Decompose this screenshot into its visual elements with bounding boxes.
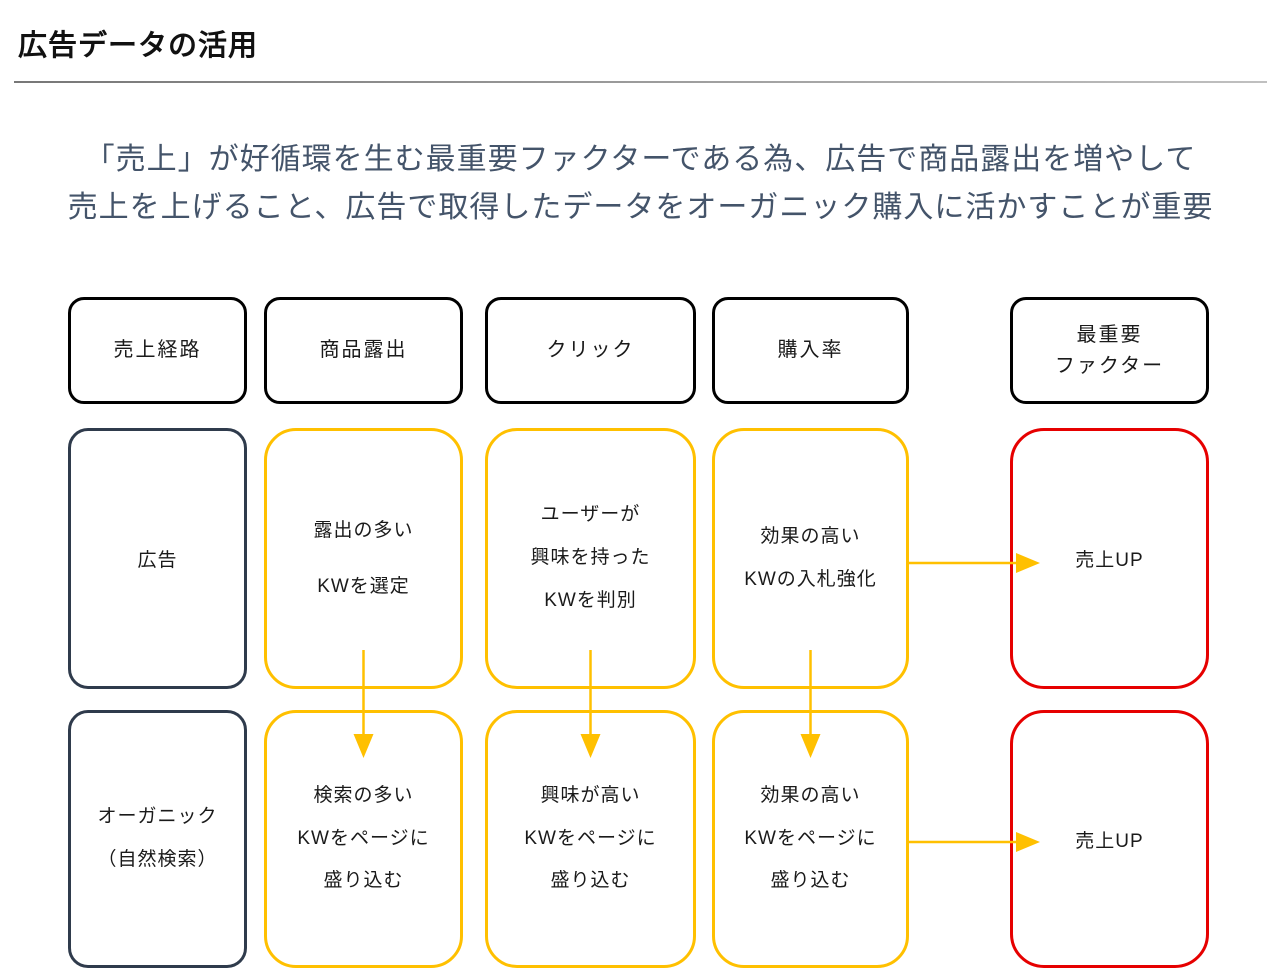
header-sales-route-label: 売上経路 (113, 339, 202, 361)
outcome-organic-label: 売上UP (1075, 830, 1144, 852)
header-click-label: クリック (546, 339, 635, 361)
header-purchase-rate-label: 購入率 (777, 339, 844, 361)
header-most-important-factor: 最重要 ファクター (1010, 297, 1209, 404)
step-organic-effect-label: 効果の高い KWをページに 盛り込む (744, 784, 877, 892)
box-channel-organic: オーガニック （自然検索） (68, 710, 247, 968)
header-click: クリック (485, 297, 696, 404)
box-outcome-ad: 売上UP (1010, 428, 1209, 689)
outcome-ad-label: 売上UP (1075, 550, 1144, 571)
box-step-organic-search: 検索の多い KWをページに 盛り込む (264, 710, 463, 968)
header-product-exposure-label: 商品露出 (319, 339, 408, 361)
box-step-ad-purchase: 効果の高い KWの入札強化 (712, 428, 909, 689)
header-most-important-factor-label: 最重要 ファクター (1054, 323, 1165, 377)
intro-text: 「売上」が好循環を生む最重要ファクターである為、広告で商品露出を増やして 売上を… (67, 143, 1214, 224)
channel-ad-label: 広告 (137, 550, 178, 571)
step-organic-search-label: 検索の多い KWをページに 盛り込む (297, 784, 430, 892)
box-outcome-organic: 売上UP (1010, 710, 1209, 968)
step-ad-exposure-label: 露出の多い KWを選定 (313, 520, 414, 597)
box-step-organic-interest: 興味が高い KWをページに 盛り込む (485, 710, 696, 968)
step-organic-interest-label: 興味が高い KWをページに 盛り込む (524, 784, 657, 892)
header-sales-route: 売上経路 (68, 297, 247, 404)
box-step-ad-exposure: 露出の多い KWを選定 (264, 428, 463, 689)
header-purchase-rate: 購入率 (712, 297, 909, 404)
header-product-exposure: 商品露出 (264, 297, 463, 404)
step-ad-click-label: ユーザーが 興味を持った KWを判別 (530, 504, 651, 611)
step-ad-purchase-label: 効果の高い KWの入札強化 (744, 525, 877, 590)
page-title: 広告データの活用 (18, 30, 259, 62)
box-channel-ad: 広告 (68, 428, 247, 689)
title-divider (14, 81, 1267, 83)
channel-organic-label: オーガニック （自然検索） (97, 806, 218, 870)
box-step-organic-effect: 効果の高い KWをページに 盛り込む (712, 710, 909, 968)
box-step-ad-click: ユーザーが 興味を持った KWを判別 (485, 428, 696, 689)
